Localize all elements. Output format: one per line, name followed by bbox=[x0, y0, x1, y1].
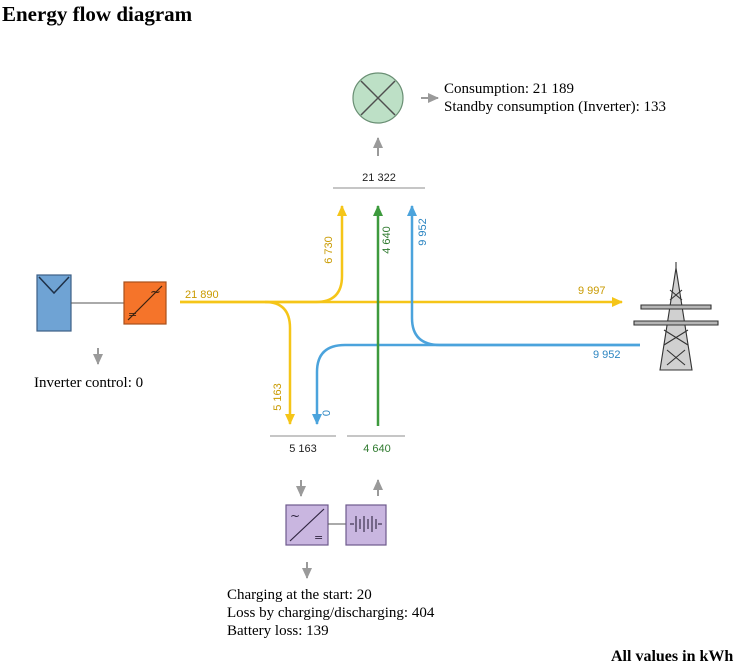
grid-import-value: 9 952 bbox=[593, 349, 621, 361]
battery-discharge-total-value: 4 640 bbox=[363, 443, 391, 455]
charging-loss-line: Loss by charging/discharging: 404 bbox=[227, 605, 435, 621]
standby-consumption-line: Standby consumption (Inverter): 133 bbox=[444, 99, 667, 115]
flow-grid-to-battery bbox=[312, 343, 640, 425]
pv-total-value: 21 890 bbox=[185, 289, 219, 301]
grid-to-battery-value: 0 bbox=[321, 410, 333, 416]
flow-pv-to-battery bbox=[264, 300, 295, 425]
battery-to-consumer-value: 4 640 bbox=[381, 226, 393, 254]
svg-text:=: = bbox=[128, 308, 137, 321]
battery-inverter-icon: ~ = bbox=[285, 504, 329, 546]
consumer-total-value: 21 322 bbox=[362, 172, 396, 184]
flow-pv-to-consumer bbox=[180, 205, 347, 304]
consumption-line: Consumption: 21 189 bbox=[444, 81, 575, 97]
charging-start-line: Charging at the start: 20 bbox=[227, 587, 372, 603]
battery-loss-line: Battery loss: 139 bbox=[227, 623, 329, 639]
pv-inverter-icon: ~ = bbox=[123, 281, 167, 325]
flow-grid-to-consumer bbox=[407, 205, 640, 347]
units-footer: All values in kWh bbox=[611, 648, 734, 665]
battery-info: Charging at the start: 20 Loss by chargi… bbox=[227, 586, 434, 640]
svg-text:~: ~ bbox=[290, 509, 300, 523]
flow-lines bbox=[180, 205, 640, 426]
solar-panel-icon bbox=[36, 274, 72, 332]
consumer-lamp-icon bbox=[352, 72, 404, 124]
svg-text:=: = bbox=[314, 531, 323, 544]
page-title: Energy flow diagram bbox=[2, 2, 193, 26]
battery-charge-total-value: 5 163 bbox=[289, 443, 317, 455]
svg-text:~: ~ bbox=[150, 285, 161, 300]
pv-to-consumer-value: 6 730 bbox=[323, 236, 335, 264]
pv-to-battery-value: 5 163 bbox=[272, 383, 284, 411]
pv-to-grid-value: 9 997 bbox=[578, 285, 606, 297]
inverter-control-info: Inverter control: 0 bbox=[34, 375, 144, 391]
consumption-info: Consumption: 21 189 Standby consumption … bbox=[444, 80, 666, 116]
battery-icon bbox=[345, 504, 387, 546]
grid-pylon-icon bbox=[633, 262, 719, 371]
grid-to-consumer-value: 9 952 bbox=[417, 218, 429, 246]
